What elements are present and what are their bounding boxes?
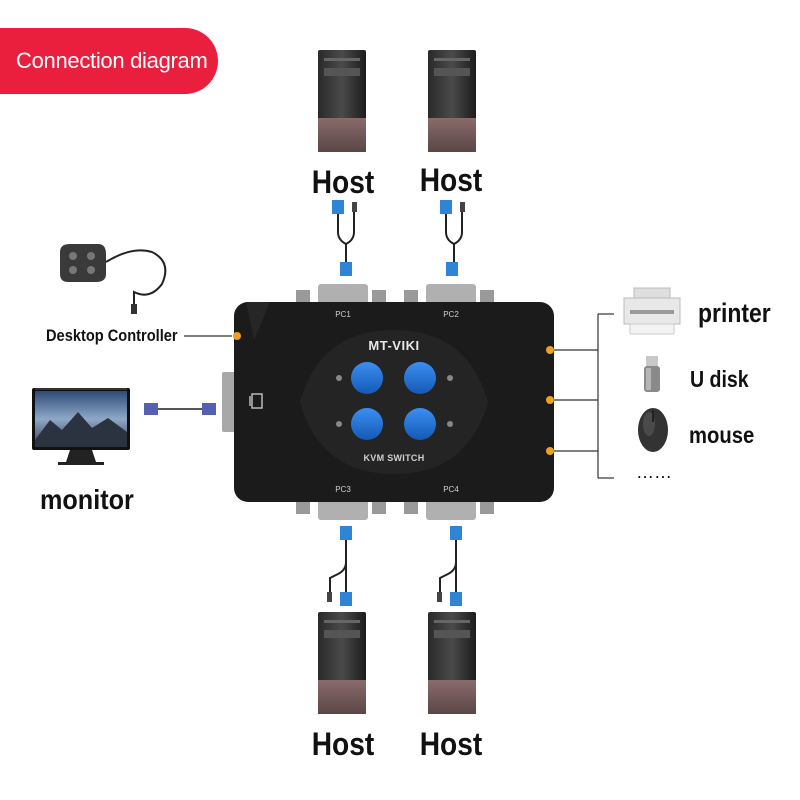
more-devices-label: ……	[636, 462, 672, 482]
usb-drive-icon	[644, 356, 660, 392]
vga-usb-cable-icon	[437, 526, 462, 606]
pc4-select-button[interactable]	[404, 408, 436, 440]
usb-port-dot	[546, 346, 554, 354]
usb-port-dot	[546, 396, 554, 404]
pc2-led-icon	[447, 375, 453, 381]
monitor-icon	[32, 388, 130, 465]
pc3-select-button[interactable]	[351, 408, 383, 440]
vga-usb-cable-icon	[440, 200, 465, 276]
connection-diagram-banner: Connection diagram	[0, 28, 218, 94]
host-computer-icon	[318, 612, 366, 714]
controller-port-dot	[233, 332, 241, 340]
host-computer-icon	[428, 612, 476, 714]
port-label-pc1: PC1	[335, 310, 351, 319]
model-label: KVM SWITCH	[363, 453, 425, 463]
host-label: Host	[419, 162, 483, 198]
monitor-symbol-icon	[249, 393, 263, 409]
usb-port-dot	[546, 447, 554, 455]
usb-connector-lines	[554, 313, 614, 479]
host-computer-icon	[318, 50, 366, 152]
pc3-led-icon	[336, 421, 342, 427]
udisk-label: U disk	[690, 366, 749, 392]
desktop-controller-label: Desktop Controller	[46, 326, 178, 345]
pc1-select-button[interactable]	[351, 362, 383, 394]
brand-logo: MT-VIKI	[368, 338, 420, 353]
printer-label: printer	[698, 298, 771, 328]
pc1-led-icon	[336, 375, 342, 381]
desktop-controller-icon	[60, 244, 167, 314]
vga-cable-icon	[144, 403, 216, 415]
mouse-label: mouse	[689, 422, 755, 448]
port-label-pc4: PC4	[443, 485, 459, 494]
kvm-switch-body	[234, 302, 554, 502]
port-label-pc2: PC2	[443, 310, 459, 319]
host-computer-icon	[428, 50, 476, 152]
printer-icon	[623, 287, 681, 335]
monitor-label: monitor	[40, 484, 134, 515]
pc2-select-button[interactable]	[404, 362, 436, 394]
pc4-led-icon	[447, 421, 453, 427]
host-label: Host	[311, 726, 375, 762]
port-label-pc3: PC3	[335, 485, 351, 494]
vga-usb-cable-icon	[332, 200, 357, 276]
vga-usb-cable-icon	[327, 526, 352, 606]
mouse-icon	[638, 408, 668, 452]
host-label: Host	[419, 726, 483, 762]
vga-port-icon	[404, 284, 494, 306]
host-label: Host	[311, 164, 375, 200]
